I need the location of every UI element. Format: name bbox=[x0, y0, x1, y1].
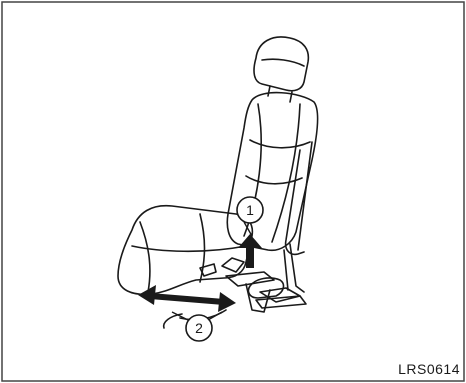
figure-code: LRS0614 bbox=[398, 361, 460, 377]
lift-arrow bbox=[238, 234, 262, 268]
callout-2-label: 2 bbox=[195, 320, 203, 336]
seatback bbox=[227, 93, 317, 251]
callout-1-label: 1 bbox=[246, 202, 254, 218]
callout-1: 1 bbox=[237, 197, 263, 223]
callout-2: 2 bbox=[186, 315, 212, 341]
seat-illustration bbox=[118, 37, 318, 328]
slide-arrow bbox=[138, 285, 236, 312]
